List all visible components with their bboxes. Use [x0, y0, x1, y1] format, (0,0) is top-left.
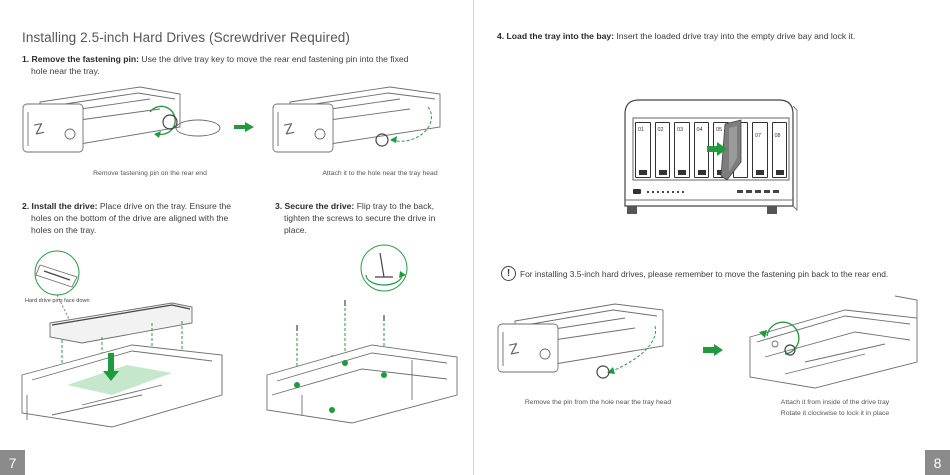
step-4-label: 4. Load the tray into the bay:	[497, 31, 614, 41]
caption-1a: Remove fastening pin on the rear end	[93, 170, 207, 177]
arrow-right-icon	[703, 344, 723, 356]
drive-tray-icon	[720, 119, 742, 181]
step-2-label: 2. Install the drive:	[22, 201, 98, 211]
page-right: 4. Load the tray into the bay: Insert th…	[475, 0, 950, 475]
page-number-right: 8	[925, 450, 950, 475]
note-text: For installing 3.5-inch hard drives, ple…	[520, 269, 889, 279]
step-1-text-2: hole near the tray.	[31, 66, 100, 76]
install-drive-illustration	[21, 250, 223, 428]
step-2-text: Place drive on the tray. Ensure the	[99, 201, 232, 211]
tray-remove-pin-illustration: Z	[22, 86, 221, 153]
bay-label: 02	[657, 127, 664, 133]
step-3-text: Flip tray to the back,	[356, 201, 435, 211]
svg-text:Z: Z	[283, 121, 296, 139]
page-title: Installing 2.5-inch Hard Drives (Screwdr…	[22, 30, 351, 45]
caption-remove-pin: Remove the pin from the hole near the tr…	[524, 399, 672, 406]
bay-label: 03	[677, 127, 684, 133]
step-2-text-3: holes on the tray.	[31, 225, 97, 235]
drive-bays: 01 02 03 04 05 06 07 08	[635, 122, 787, 178]
step-3-label: 3. Secure the drive:	[275, 201, 355, 211]
drive-bay[interactable]: 08	[771, 122, 787, 178]
caption-attach-inside: Attach it from inside of the drive tray	[780, 399, 890, 406]
svg-text:Z: Z	[508, 341, 521, 359]
front-ports	[737, 190, 781, 193]
step-4-text: Insert the loaded drive tray into the em…	[616, 31, 856, 41]
bay-label: 01	[638, 127, 645, 133]
caption-1b: Attach it to the hole near the tray head	[322, 170, 438, 177]
drive-bay[interactable]: 02	[654, 122, 670, 178]
drive-bay[interactable]: 01	[635, 122, 651, 178]
step-1-text: Use the drive tray key to move the rear …	[141, 54, 409, 64]
step-2-text-2: holes on the bottom of the drive are ali…	[31, 213, 229, 223]
tray-remove-pin-head-illustration: Z	[497, 303, 664, 379]
page-number-left: 7	[0, 450, 25, 475]
step-4: 4. Load the tray into the bay: Insert th…	[497, 30, 937, 42]
tray-attach-pin-illustration: Z	[272, 86, 441, 153]
power-button[interactable]	[633, 189, 641, 194]
bay-label: 05	[716, 127, 723, 133]
drive-bay[interactable]: 07	[752, 122, 768, 178]
caption-rotate-lock: Rotate it clockwise to lock it in place	[780, 410, 890, 417]
bay-label: 04	[696, 127, 703, 133]
svg-text:Z: Z	[33, 121, 46, 139]
led-indicators	[647, 191, 685, 193]
nas-enclosure-illustration: 01 02 03 04 05 06 07 08	[617, 96, 798, 226]
bay-label: 07	[755, 133, 762, 139]
page-left: Installing 2.5-inch Hard Drives (Screwdr…	[0, 0, 474, 475]
step-1-label: 1. Remove the fastening pin:	[22, 54, 139, 64]
step-3: 3. Secure the drive: Flip tray to the ba…	[275, 200, 465, 236]
insert-arrow-icon	[707, 142, 727, 156]
info-exclamation-icon: !	[501, 266, 516, 281]
step-2: 2. Install the drive: Place drive on the…	[22, 200, 257, 236]
tray-inside-attach-illustration	[749, 295, 918, 389]
step-1: 1. Remove the fastening pin: Use the dri…	[22, 53, 462, 77]
arrow-right-icon	[234, 122, 254, 132]
step-3-text-2: tighten the screws to secure the drive i…	[284, 213, 436, 223]
callout-pins-face-down: Hard drive pins face down	[25, 298, 90, 304]
secure-drive-illustration	[266, 244, 458, 424]
drive-bay[interactable]: 03	[674, 122, 690, 178]
bay-label: 08	[774, 133, 781, 139]
step-3-text-3: place.	[284, 225, 307, 235]
